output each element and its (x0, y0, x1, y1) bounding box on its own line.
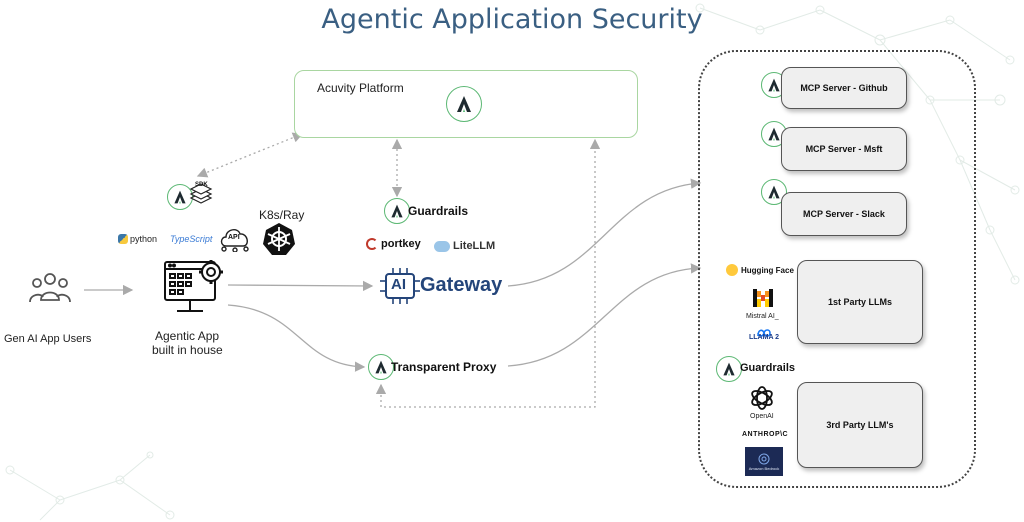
python-logo: python (118, 234, 157, 244)
k8s-label: K8s/Ray (259, 208, 305, 222)
sdk-platform-link (196, 132, 304, 178)
gateway-to-mcp-arrow (507, 178, 702, 287)
proxy-to-llm-arrow (507, 263, 702, 367)
huggingface-logo: Hugging Face (726, 264, 794, 276)
huggingface-icon (726, 264, 738, 276)
mistral-label: Mistral AI_ (746, 313, 779, 320)
page-title: Agentic Application Security (321, 4, 703, 35)
first-party-llms-box: 1st Party LLMs (797, 260, 923, 344)
kubernetes-icon (262, 222, 296, 261)
mcp-server-msft: MCP Server - Msft (781, 127, 907, 171)
portkey-label: portkey (381, 238, 421, 250)
ai-gateway-logo: AI Gateway (380, 266, 502, 311)
litellm-icon (434, 240, 450, 252)
litellm-label: LiteLLM (453, 240, 496, 252)
mcp-server-github: MCP Server - Github (781, 67, 907, 109)
portkey-logo: portkey (366, 238, 421, 250)
mcp-server-slack: MCP Server - Slack (781, 192, 907, 236)
litellm-logo: LiteLLM (434, 240, 495, 252)
resources-frame (698, 50, 976, 488)
app-label-line1: Agentic App (155, 329, 220, 343)
openai-icon (748, 384, 776, 417)
openai-label: OpenAI (750, 413, 774, 420)
sdk-label: SDK (195, 182, 208, 188)
gateway-guardrails-logo-icon (384, 198, 410, 224)
anthropic-label: ANTHROP\C (742, 431, 789, 438)
app-to-proxy-arrow (227, 304, 366, 372)
proxy-logo-icon (368, 354, 394, 380)
amazon-bedrock-logo: Amazon Bedrock (745, 447, 783, 476)
bedrock-label: Amazon Bedrock (748, 466, 780, 471)
portkey-icon (366, 238, 378, 250)
llm-guardrails-label: Guardrails (740, 362, 796, 374)
mistral-icon (753, 289, 773, 312)
meta-icon (757, 324, 771, 342)
acuvity-platform-box: Acuvity Platform (294, 70, 638, 138)
third-party-llms-box: 3rd Party LLM's (797, 382, 923, 468)
platform-label: Acuvity Platform (317, 81, 404, 95)
acuvity-logo-icon (446, 86, 482, 122)
users-label: Gen AI App Users (4, 333, 92, 345)
gateway-guardrails-label: Guardrails (408, 204, 469, 218)
llama-label: LLAMA 2 (749, 334, 780, 341)
agentic-app-icon (163, 258, 227, 321)
app-to-gateway-arrow (227, 280, 374, 292)
sdk-stack-icon: SDK (189, 181, 213, 212)
proxy-platform-link (375, 138, 601, 408)
typescript-label: TypeScript (170, 234, 213, 244)
users-icon (28, 270, 72, 313)
api-cloud-icon: API (218, 224, 252, 257)
proxy-label: Transparent Proxy (391, 360, 497, 374)
python-label: python (130, 234, 158, 244)
api-label: API (228, 234, 240, 241)
app-label-line2: built in house (152, 343, 223, 357)
llm-guardrails-logo-icon (716, 356, 742, 382)
huggingface-label: Hugging Face (741, 265, 794, 275)
acuvity-sdk-logo-icon (167, 184, 193, 210)
network-decoration-bottom (5, 451, 175, 521)
gateway-label: Gateway (420, 274, 503, 296)
ai-label: AI (391, 276, 406, 293)
ai-chip-icon (380, 268, 420, 304)
bedrock-icon (758, 453, 770, 465)
python-icon (118, 234, 128, 244)
